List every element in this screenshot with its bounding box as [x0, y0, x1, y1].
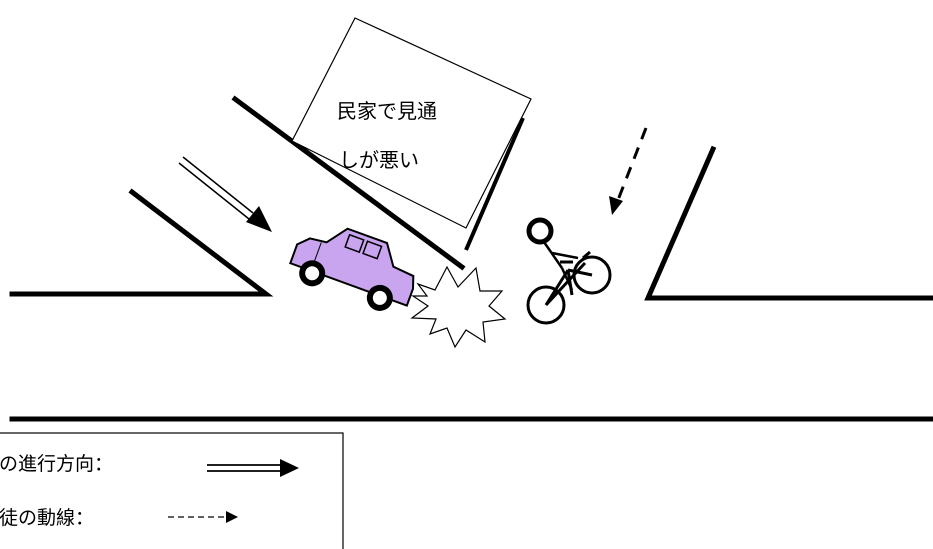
double-arrow-icon: [207, 459, 299, 477]
rider-head: [526, 217, 554, 245]
road-left-corner: [9, 188, 274, 297]
car-wheel-front: [299, 260, 326, 287]
house-note-line2: しが悪い: [339, 148, 419, 172]
house-block: 民家で見通 しが悪い: [291, 17, 532, 251]
student-path-arrow: [609, 127, 648, 215]
road-lines: [9, 95, 933, 422]
house-note-line1: 民家で見通: [337, 99, 437, 123]
road-right-corner: [644, 145, 933, 301]
arrow-head: [246, 206, 272, 232]
legend-box: 車の進行方向： 生徒の動線：: [0, 432, 344, 549]
house-outline: [291, 17, 532, 229]
bicycle-wheel-rear: [526, 285, 566, 325]
bicycle-icon: [526, 217, 612, 325]
house-shadow-edge: [464, 117, 525, 251]
collision-burst-icon: [410, 265, 507, 349]
dashed-arrow-icon: [168, 511, 238, 523]
car-direction-arrow: [178, 156, 272, 232]
legend-vehicle-label: 車の進行方向：: [0, 453, 113, 475]
legend-student-label: 生徒の動線：: [0, 507, 94, 529]
road-upper-diagonal: [231, 95, 466, 271]
car-icon: [289, 227, 415, 311]
arrow-head: [609, 196, 623, 215]
car-wheel-rear: [366, 284, 393, 311]
